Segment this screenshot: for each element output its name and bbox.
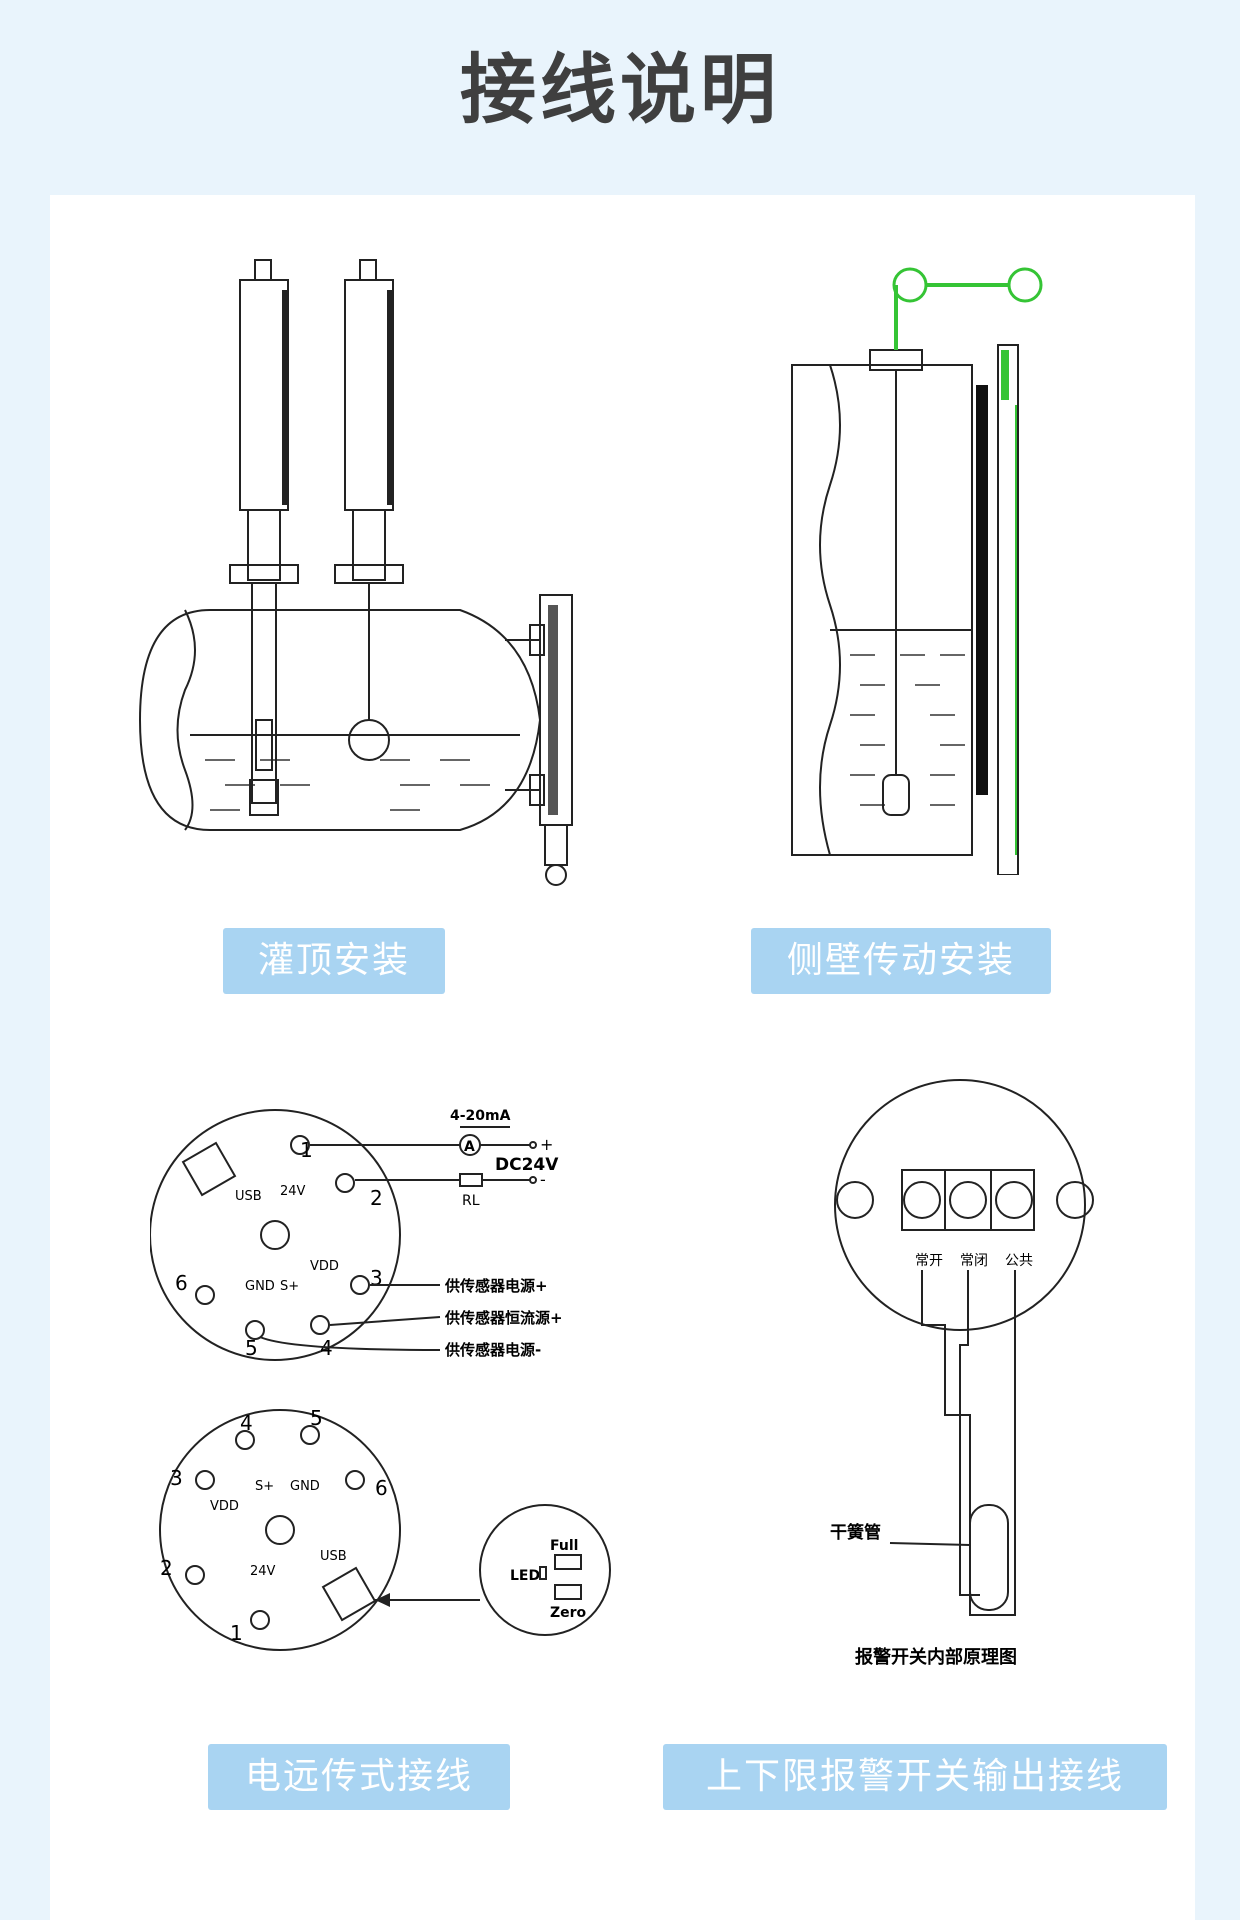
- tank-top-label: 灌顶安装: [223, 928, 445, 994]
- terminal-1-lower: 1: [230, 1621, 243, 1645]
- normally-closed-label: 常闭: [960, 1253, 988, 1269]
- terminal-3-lower: 3: [170, 1466, 183, 1490]
- alarm-caption: 报警开关内部原理图: [855, 1646, 1017, 1668]
- sensor-power-minus: 供传感器电源-: [444, 1341, 541, 1359]
- vdd-label-upper: VDD: [310, 1259, 339, 1274]
- terminal-1-upper: 1: [300, 1138, 313, 1162]
- supply-label: DC24V: [495, 1155, 559, 1175]
- remote-wiring-label: 电远传式接线: [208, 1744, 510, 1810]
- s-plus-label-lower: S+: [255, 1479, 274, 1494]
- led-label: LED: [510, 1568, 540, 1584]
- side-wall-diagram: [791, 267, 1043, 875]
- v24-label-lower: 24V: [250, 1564, 276, 1579]
- tank-top-diagram: [138, 259, 573, 886]
- usb-label-upper: USB: [235, 1189, 262, 1204]
- page-title: 接线说明: [460, 45, 780, 134]
- terminal-3-upper: 3: [370, 1266, 383, 1290]
- terminal-6-lower: 6: [375, 1476, 388, 1500]
- terminal-4-lower: 4: [240, 1411, 253, 1435]
- terminal-5-upper: 5: [245, 1336, 258, 1360]
- gnd-label-lower: GND: [290, 1479, 320, 1494]
- normally-open-label: 常开: [915, 1253, 943, 1269]
- usb-label-lower: USB: [320, 1549, 347, 1564]
- common-label: 公共: [1005, 1253, 1033, 1269]
- supply-plus: +: [540, 1135, 553, 1154]
- current-label: 4-20mA: [450, 1108, 511, 1124]
- side-wall-label: 侧壁传动安装: [751, 928, 1051, 994]
- full-label: Full: [550, 1538, 578, 1554]
- zero-label: Zero: [550, 1605, 587, 1621]
- sensor-power-plus: 供传感器电源+: [444, 1277, 548, 1295]
- ammeter-symbol: A: [464, 1139, 475, 1155]
- remote-wiring-diagram: 1 2 3 4 5 6 USB 24V VDD S+ GND A + - 4-2…: [150, 1108, 611, 1651]
- upper-terminal-screws: [195, 1135, 370, 1340]
- load-label: RL: [462, 1193, 480, 1209]
- sensor-constant-current: 供传感器恒流源+: [444, 1309, 563, 1327]
- supply-minus: -: [540, 1170, 546, 1189]
- terminal-5-lower: 5: [310, 1406, 323, 1430]
- reed-tube-label: 干簧管: [830, 1522, 881, 1543]
- alarm-wiring-diagram: 常开 常闭 公共 干簧管 报警开关内部原理图: [830, 1079, 1094, 1668]
- gnd-label-upper: GND: [245, 1279, 275, 1294]
- terminal-2-lower: 2: [160, 1556, 173, 1580]
- terminal-2-upper: 2: [370, 1186, 383, 1210]
- v24-label-upper: 24V: [280, 1184, 306, 1199]
- alarm-wiring-label: 上下限报警开关输出接线: [663, 1744, 1167, 1810]
- terminal-6-upper: 6: [175, 1271, 188, 1295]
- vdd-label-lower: VDD: [210, 1499, 239, 1514]
- s-plus-label-upper: S+: [280, 1279, 299, 1294]
